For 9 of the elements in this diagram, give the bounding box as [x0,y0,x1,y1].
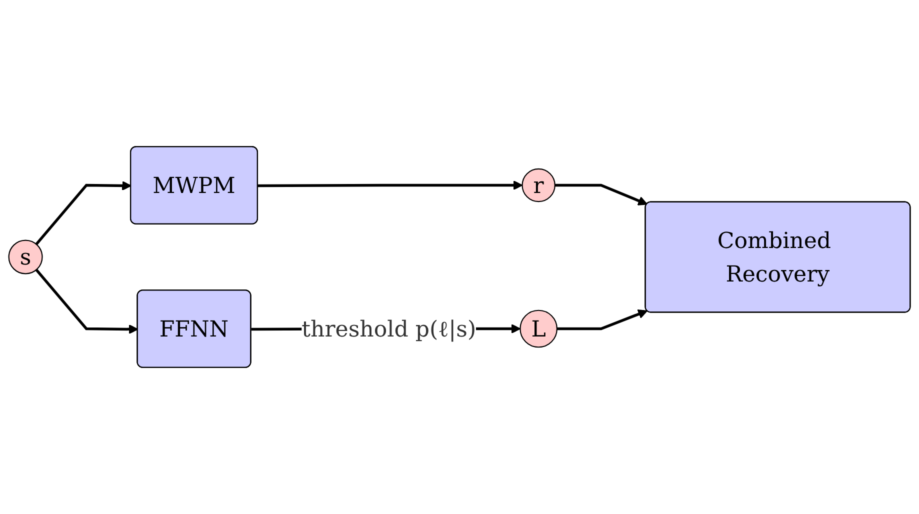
node-circle: s [8,240,43,274]
edge-label: threshold p(ℓ|s) [302,316,476,342]
arrow [554,184,648,206]
arrow [35,268,138,334]
arrow [258,180,523,190]
arrow [35,180,132,246]
node-circle: L [520,310,558,348]
node-circle: r [522,168,556,202]
arrow [556,309,648,330]
